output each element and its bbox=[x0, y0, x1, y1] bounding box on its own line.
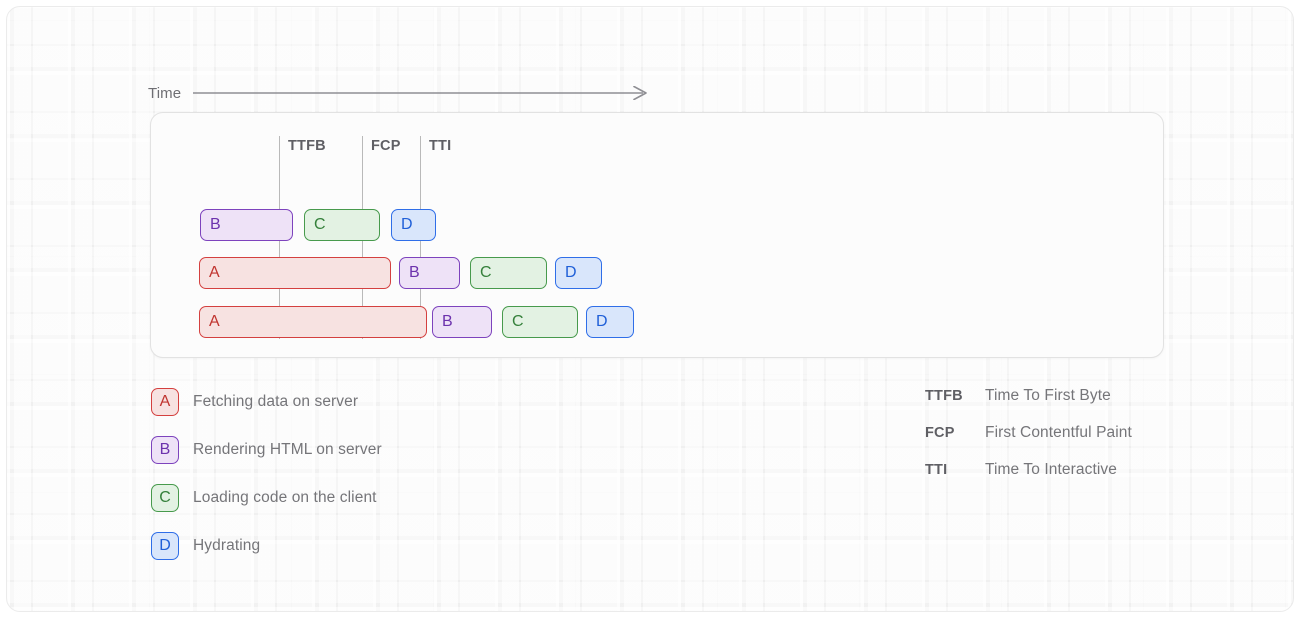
gridline-label-ttfb: TTFB bbox=[288, 138, 326, 154]
legend-item-d: D Hydrating bbox=[151, 532, 382, 560]
gridline-label-tti: TTI bbox=[429, 138, 452, 154]
abbreviation-value-fcp: First Contentful Paint bbox=[985, 424, 1132, 441]
timeline-bar-row-ssr-b: B bbox=[399, 257, 460, 289]
timeline-bar-row-ssg-b: B bbox=[432, 306, 492, 338]
legend-label-c: Loading code on the client bbox=[193, 489, 377, 506]
timeline-bar-row-ssg-d: D bbox=[586, 306, 634, 338]
abbreviation-row-tti: TTI Time To Interactive bbox=[925, 461, 1132, 479]
abbreviation-row-fcp: FCP First Contentful Paint bbox=[925, 424, 1132, 442]
timeline-bar-row-ssg-c: C bbox=[502, 306, 578, 338]
legend-label-b: Rendering HTML on server bbox=[193, 441, 382, 458]
abbreviation-row-ttfb: TTFB Time To First Byte bbox=[925, 387, 1132, 405]
abbreviation-value-ttfb: Time To First Byte bbox=[985, 387, 1111, 404]
legend-badge-b-icon: B bbox=[151, 436, 179, 464]
time-axis-label: Time bbox=[148, 84, 182, 102]
abbreviation-key-ttfb: TTFB bbox=[925, 388, 963, 404]
legend-badge-d-icon: D bbox=[151, 532, 179, 560]
legend-label-d: Hydrating bbox=[193, 537, 261, 554]
abbreviation-key-fcp: FCP bbox=[925, 425, 955, 441]
timeline-bar-row-ssr-a: A bbox=[199, 257, 391, 289]
abbreviation-key-tti: TTI bbox=[925, 462, 948, 478]
gridline-label-fcp: FCP bbox=[371, 138, 401, 154]
legend-item-b: B Rendering HTML on server bbox=[151, 436, 382, 464]
abbreviation-value-tti: Time To Interactive bbox=[985, 461, 1117, 478]
time-axis: Time bbox=[148, 81, 653, 105]
legend-badge-c-icon: C bbox=[151, 484, 179, 512]
legend-badge-a-icon: A bbox=[151, 388, 179, 416]
timeline-bar-row-ssr-c: C bbox=[470, 257, 547, 289]
legend-item-c: C Loading code on the client bbox=[151, 484, 382, 512]
timeline-bar-row-ssg-a: A bbox=[199, 306, 427, 338]
legend-item-a: A Fetching data on server bbox=[151, 388, 382, 416]
timeline-bar-row-ssr-d: D bbox=[555, 257, 602, 289]
legend-label-a: Fetching data on server bbox=[193, 393, 359, 410]
timeline-bar-row-ssr-streaming-d: D bbox=[391, 209, 436, 241]
timeline-bar-row-ssr-streaming-b: B bbox=[200, 209, 293, 241]
timeline-bar-row-ssr-streaming-c: C bbox=[304, 209, 380, 241]
arrow-right-icon bbox=[193, 86, 647, 100]
